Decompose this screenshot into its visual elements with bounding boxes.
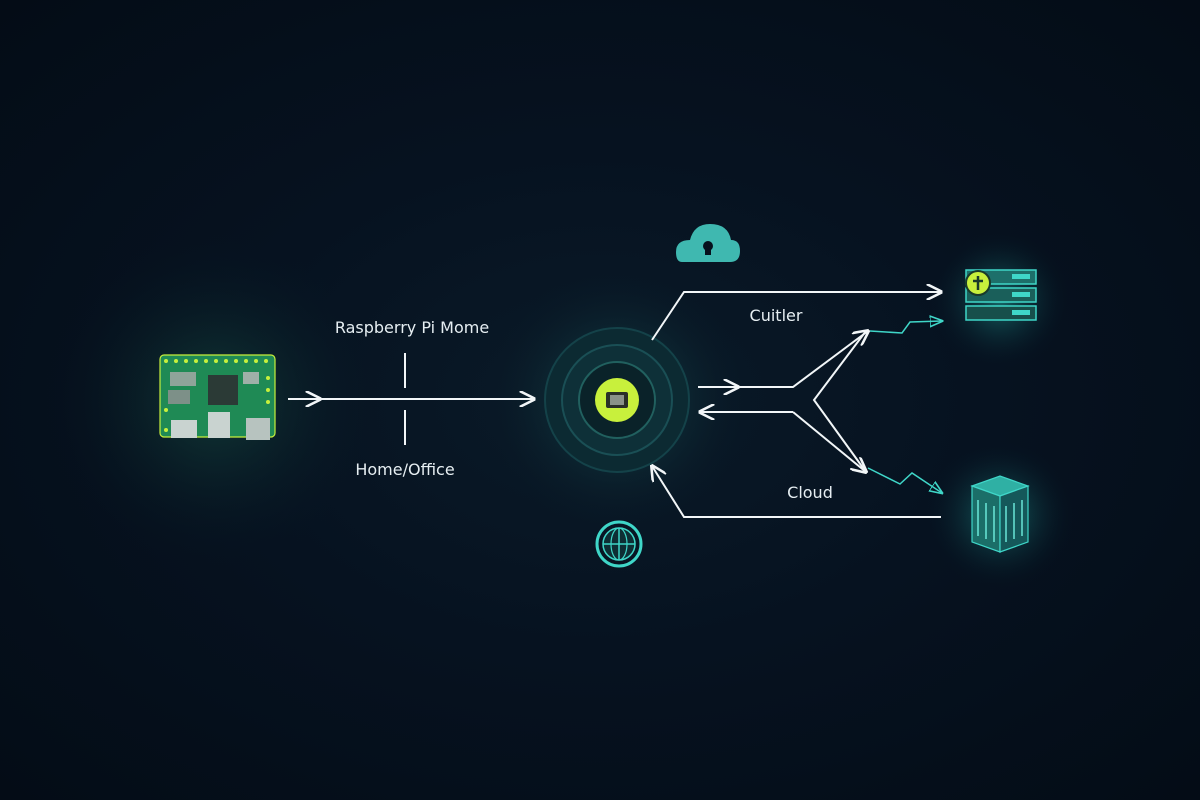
label-top-right: Cuitler (750, 306, 803, 325)
flow-hub-to-top-server (651, 292, 941, 341)
storage-cube-icon (970, 475, 1030, 553)
flow-bottom-server-to-hub (652, 466, 941, 518)
cloud-lock-icon (676, 224, 740, 262)
raspberry-pi-board-icon (159, 354, 276, 440)
label-top-left: Raspberry Pi Mome (335, 318, 489, 337)
teal-arrow-lower (867, 467, 942, 493)
globe-icon (595, 520, 643, 568)
server-stack-icon (965, 269, 1037, 321)
teal-arrow-upper (869, 321, 942, 334)
flow-branch-lower (792, 411, 866, 472)
flow-branch-upper (738, 331, 868, 388)
label-bottom-left: Home/Office (355, 460, 454, 479)
flow-branch-fork (812, 330, 867, 473)
gateway-hub-icon (544, 327, 690, 473)
label-bottom-right: Cloud (787, 483, 833, 502)
